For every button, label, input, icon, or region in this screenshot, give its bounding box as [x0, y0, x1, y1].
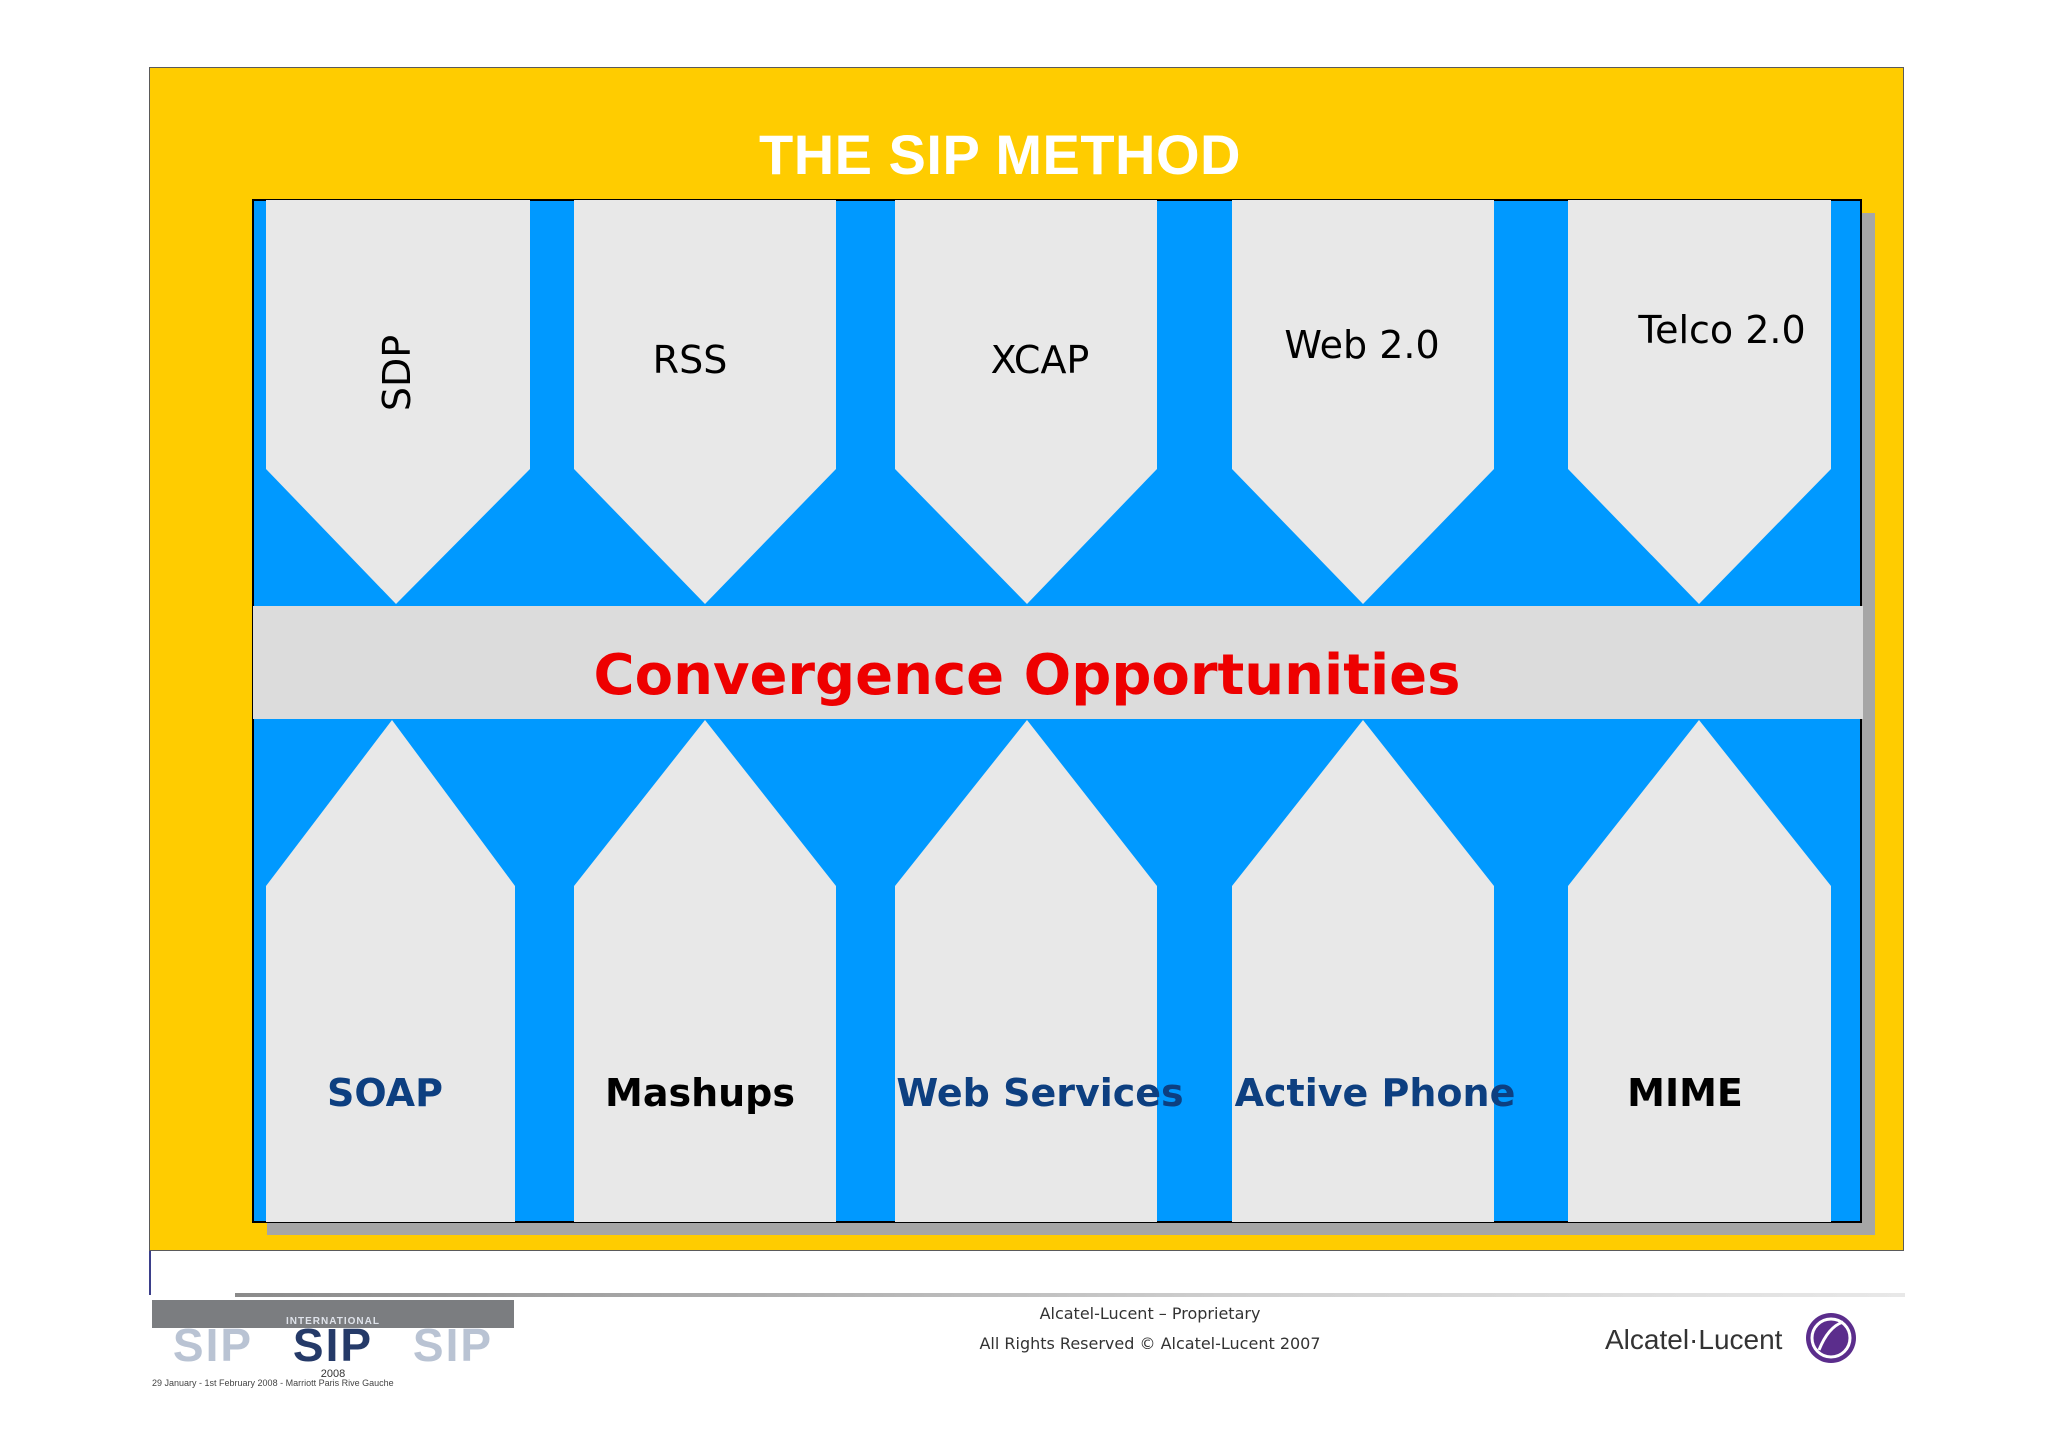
bottom-item-label: Web Services — [896, 1071, 1183, 1115]
footer-proprietary: Alcatel-Lucent – Proprietary — [1039, 1304, 1261, 1323]
top-item-label: Telco 2.0 — [1637, 308, 1805, 352]
bottom-arrow-shape — [1232, 720, 1494, 1222]
bottom-item-label: MIME — [1627, 1071, 1743, 1115]
convergence-band — [253, 606, 1863, 719]
bottom-item-label: Mashups — [605, 1071, 795, 1115]
top-arrow-shape — [574, 200, 836, 604]
company-logo: Alcatel·Lucent — [1605, 1310, 1865, 1370]
bottom-item-label: Active Phone — [1235, 1071, 1516, 1115]
bottom-arrow-shape — [266, 720, 515, 1222]
company-emblem-icon — [1806, 1313, 1856, 1363]
top-item-label: RSS — [653, 338, 728, 382]
event-logo-dates: 29 January - 1st February 2008 - Marriot… — [152, 1378, 394, 1388]
top-arrow-shape — [895, 200, 1157, 604]
company-name: Alcatel·Lucent — [1605, 1324, 1783, 1355]
top-arrow-shape — [266, 200, 530, 604]
bottom-arrow-shape — [1568, 720, 1831, 1222]
frame-stub — [149, 1251, 151, 1295]
event-logo: INTERNATIONAL SIP 2008 29 January - 1st … — [152, 1300, 514, 1388]
top-item-label: SDP — [375, 335, 419, 411]
event-logo-name: SIP — [292, 1319, 374, 1371]
top-item-label: XCAP — [991, 338, 1090, 382]
event-logo-band — [152, 1300, 514, 1328]
top-arrow-shape — [1568, 200, 1831, 604]
bottom-arrow-shape — [574, 720, 836, 1222]
top-arrow-shape — [1232, 200, 1494, 604]
slide-title: THE SIP METHOD — [758, 123, 1241, 186]
bottom-item-label: SOAP — [327, 1071, 443, 1115]
footer-rule — [235, 1293, 1905, 1297]
footer-copyright: All Rights Reserved © Alcatel-Lucent 200… — [979, 1334, 1321, 1353]
convergence-label: Convergence Opportunities — [594, 643, 1461, 708]
event-logo-year: 2008 — [320, 1368, 346, 1380]
bottom-arrow-shape — [895, 720, 1157, 1222]
top-item-label: Web 2.0 — [1284, 323, 1439, 367]
event-logo-banner: INTERNATIONAL — [286, 1316, 380, 1327]
